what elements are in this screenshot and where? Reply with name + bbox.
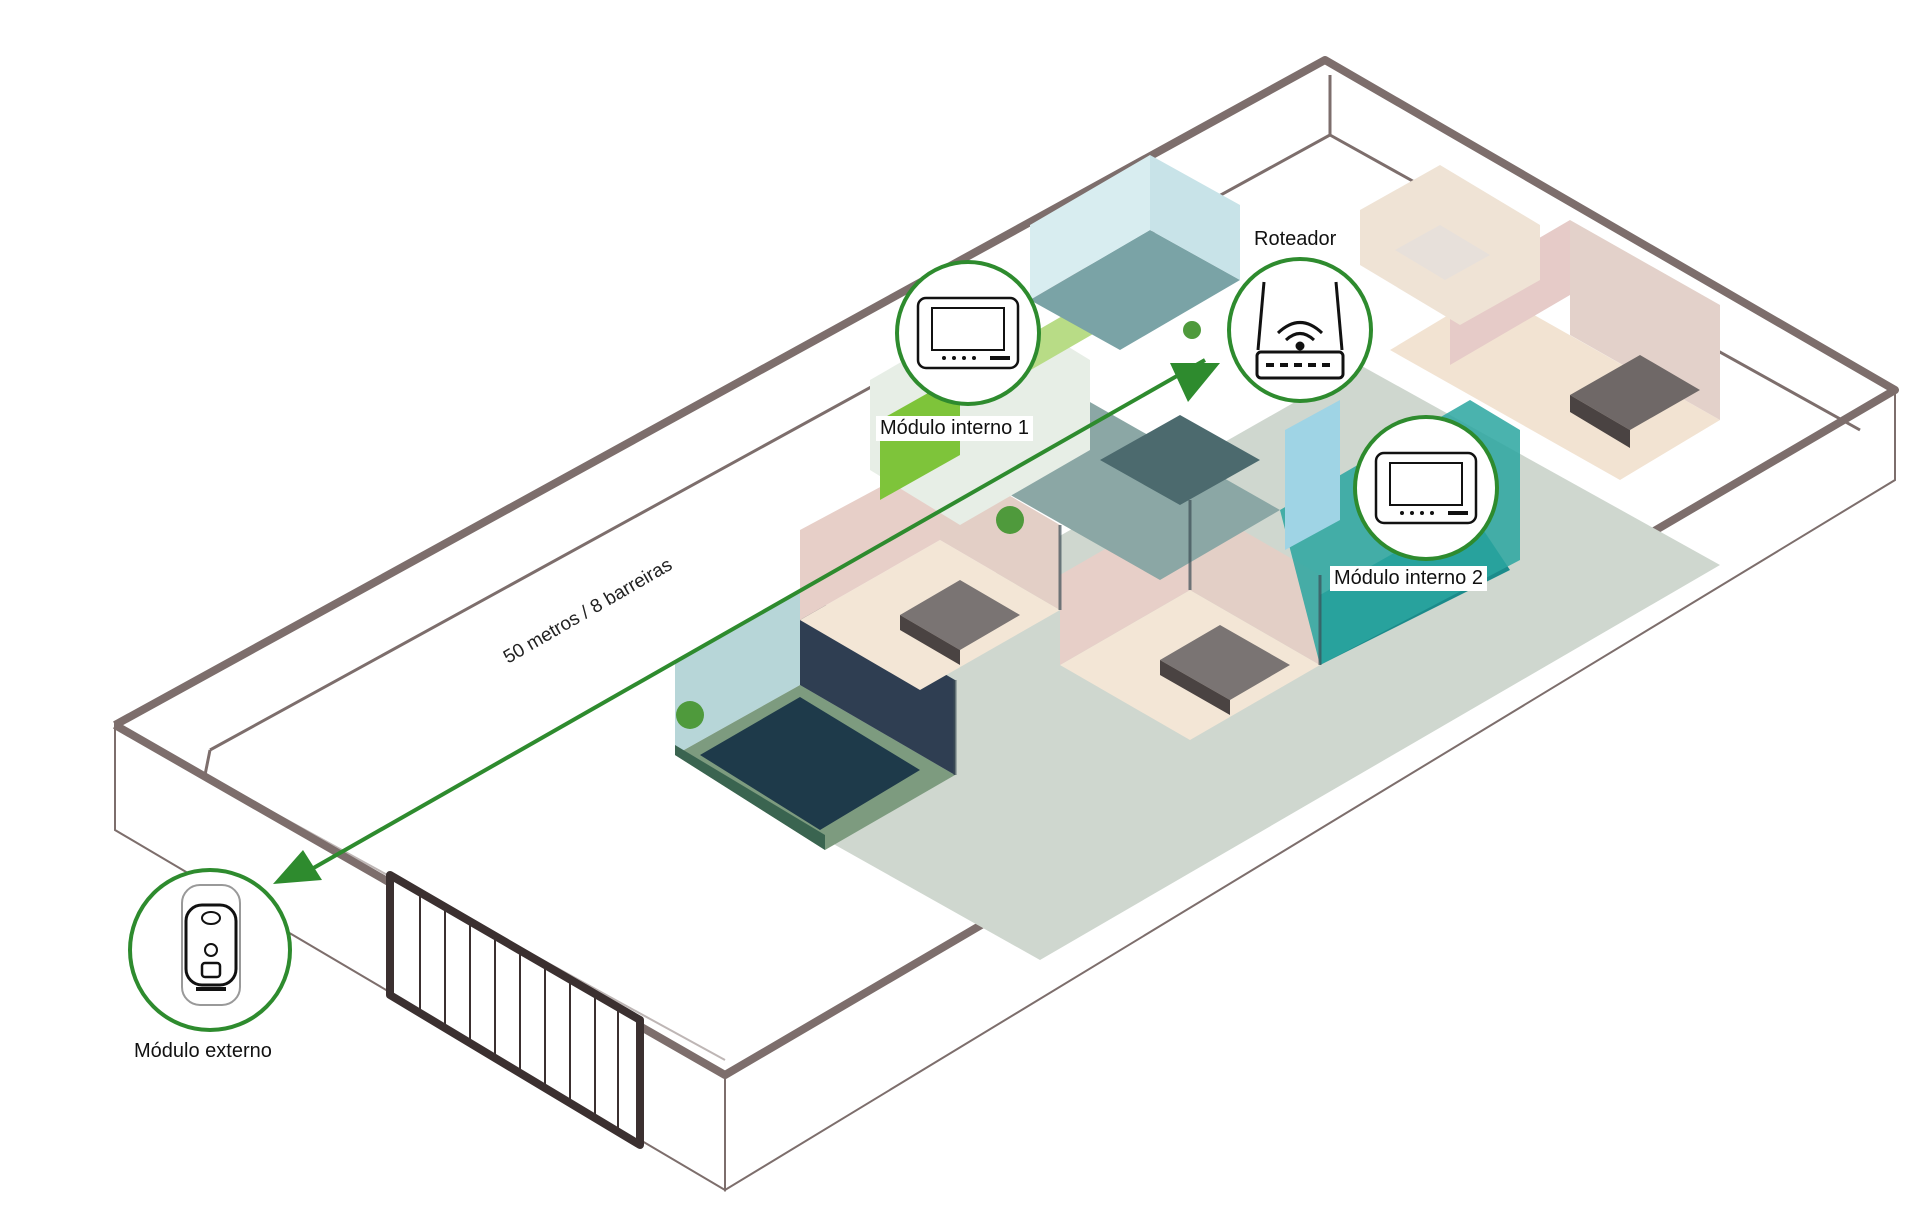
internal-module-2-label: Módulo interno 2 [1330,566,1487,591]
video-monitor-icon [1374,451,1478,525]
router-label: Roteador [1254,228,1337,250]
front-gate [386,871,644,1149]
router-badge[interactable] [1227,257,1373,403]
door-station-icon [181,884,241,1006]
internal-module-2-badge[interactable] [1353,415,1499,561]
wifi-router-icon [1255,281,1345,380]
video-monitor-icon [916,296,1020,370]
house [675,155,1720,960]
external-module-label: Módulo externo [134,1040,272,1062]
wireless-link [273,358,1220,884]
internal-module-1-badge[interactable] [895,260,1041,406]
external-module-badge[interactable] [128,868,292,1032]
internal-module-1-label: Módulo interno 1 [876,416,1033,441]
arrowhead-router [1170,363,1220,402]
arrowhead-external [273,850,322,884]
